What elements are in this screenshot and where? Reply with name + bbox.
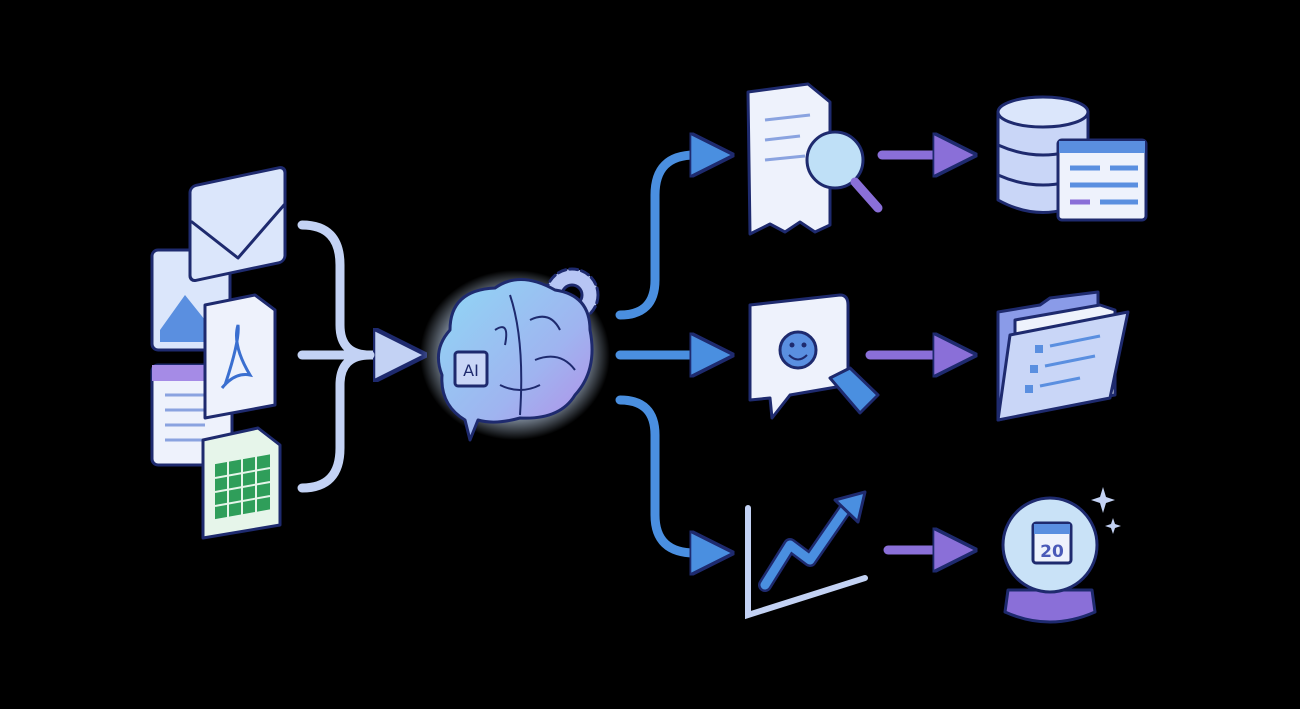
document-analysis-icon [746,82,883,236]
database-icon [996,95,1148,222]
crystal-ball-icon: 20 [1001,487,1121,624]
ai-chip: AI [453,350,489,388]
calendar-icon: 20 [1031,521,1073,565]
pdf-icon [203,293,277,420]
calendar-day: 20 [1040,542,1064,562]
sentiment-tag-icon [748,293,880,420]
branch-arrows [615,155,712,553]
spreadsheet-icon [201,426,282,540]
ai-chip-label: AI [463,361,479,380]
email-icon [188,166,287,283]
input-files [150,166,287,540]
trend-chart-icon [745,490,868,620]
sparkle-icon [1091,487,1115,513]
ai-brain: AI [420,267,610,442]
sparkle-icon [1105,518,1121,534]
folder-icon [996,290,1130,422]
input-merge-arrows [297,220,400,493]
